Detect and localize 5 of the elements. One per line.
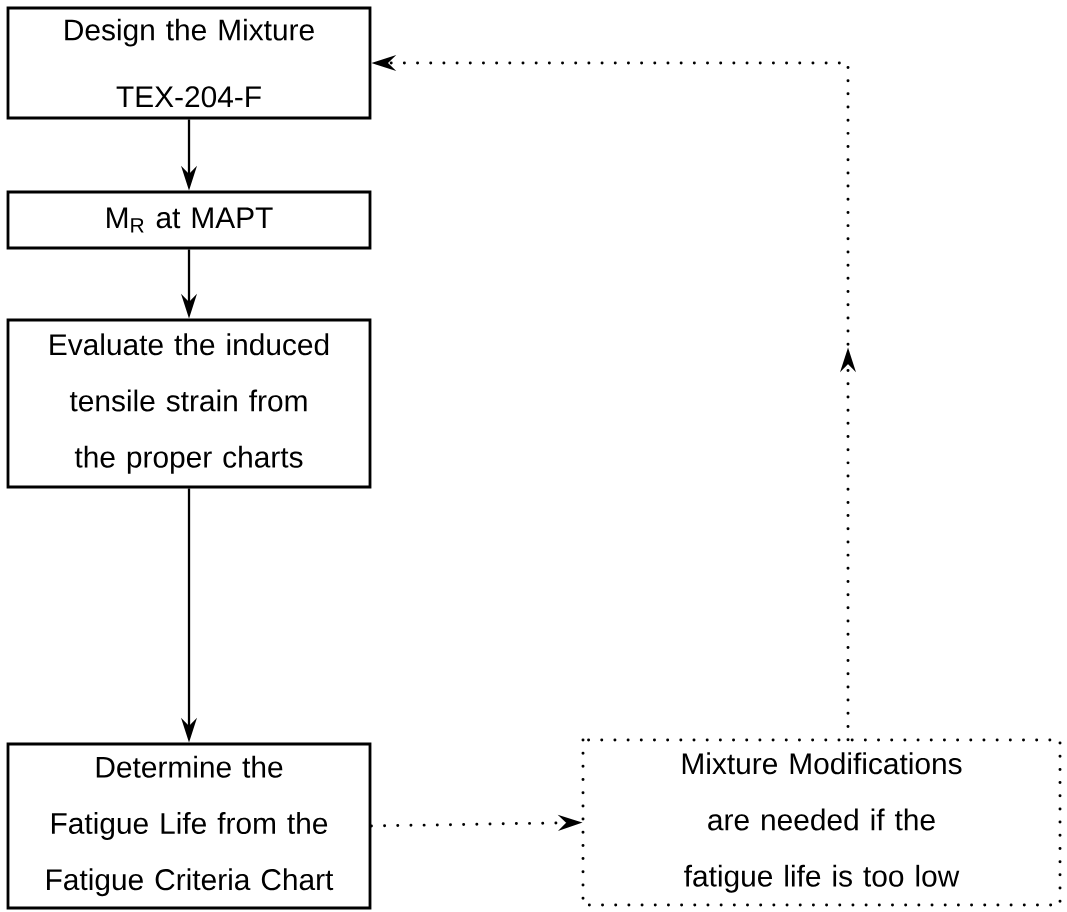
process-box: Design the Mixture TEX-204-F [6,6,372,120]
dotted-box: Mixture Modifications are needed if the fatigue life is too low [581,738,1062,907]
process-box: Determine the Fatigue Life from the Fatigue Criteria Chart [6,742,372,910]
process-box: M$_{R}$ at MAPT [6,190,372,250]
process-box: Evaluate the induced tensile strain from the proper charts [6,318,372,489]
